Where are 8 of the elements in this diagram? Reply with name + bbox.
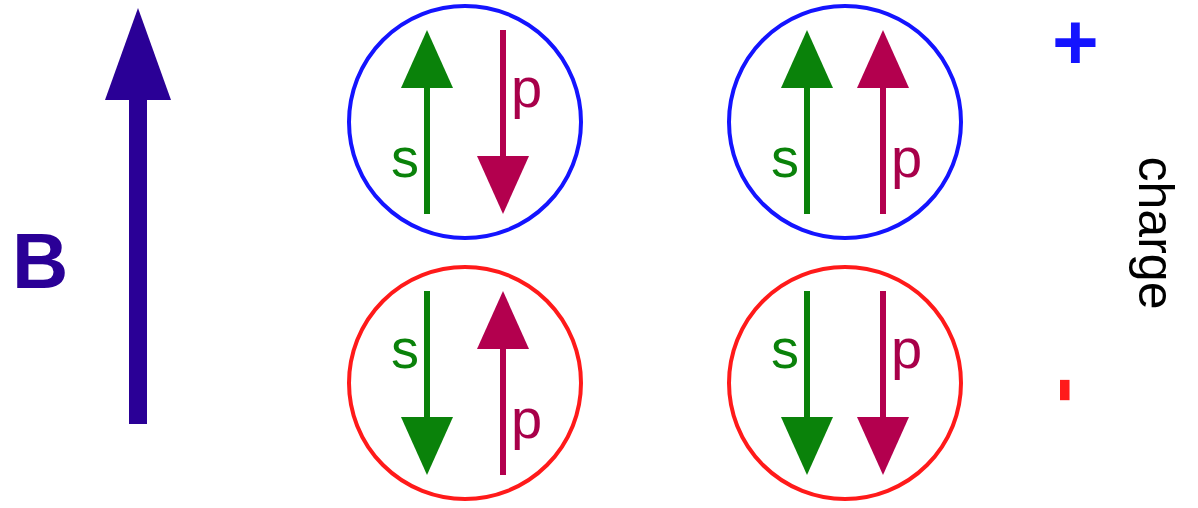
charge-sign: + — [1052, 2, 1099, 82]
spin-label: s — [771, 130, 799, 186]
axis-label: charge — [1131, 156, 1182, 310]
spin-label: s — [391, 321, 419, 377]
spin-label: s — [771, 321, 799, 377]
charge-sign: - — [1031, 376, 1112, 404]
field-symbol: B — [12, 222, 69, 300]
spin-label: s — [391, 130, 419, 186]
